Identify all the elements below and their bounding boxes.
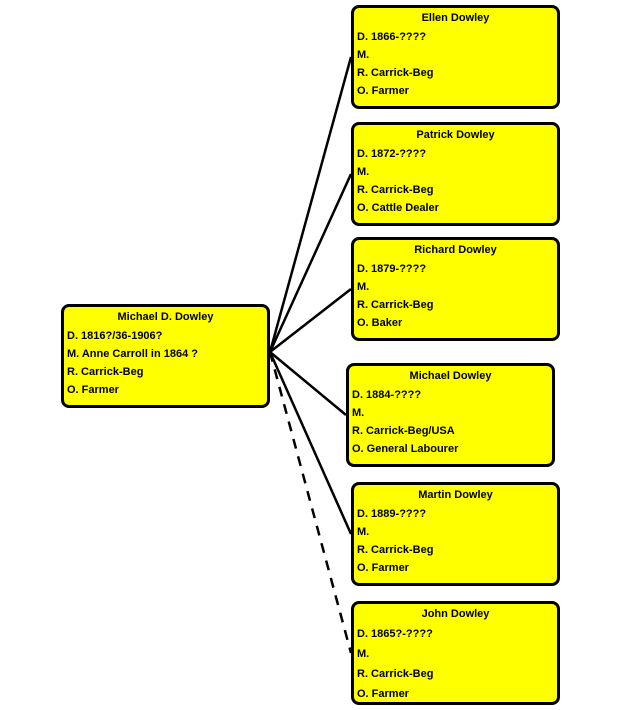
- person-residence: R. Carrick-Beg/USA: [352, 425, 455, 437]
- connector-martin: [268, 351, 353, 535]
- connector-michael: [269, 351, 347, 416]
- person-box-martin-dowley: Martin Dowley D. 1889-???? M. R. Carrick…: [351, 482, 560, 586]
- person-box-ellen-dowley: Ellen Dowley D. 1866-???? M. R. Carrick-…: [351, 5, 560, 109]
- person-residence: R. Carrick-Beg: [67, 366, 144, 378]
- person-occupation: O. Farmer: [67, 384, 119, 396]
- person-name: Patrick Dowley: [416, 129, 495, 141]
- person-residence: R. Carrick-Beg: [357, 299, 434, 311]
- person-residence: R. Carrick-Beg: [357, 67, 434, 79]
- person-box-patrick-dowley: Patrick Dowley D. 1872-???? M. R. Carric…: [351, 122, 560, 226]
- person-residence: R. Carrick-Beg: [357, 668, 434, 680]
- person-name: Michael D. Dowley: [117, 311, 214, 323]
- connector-john: [268, 351, 353, 654]
- person-box-michael-d-dowley: Michael D. Dowley D. 1816?/36-1906? M. A…: [61, 304, 270, 408]
- person-marriage: M.: [357, 166, 370, 178]
- person-name: Michael Dowley: [409, 370, 492, 382]
- person-dates: D. 1884-????: [352, 389, 422, 401]
- person-dates: D. 1816?/36-1906?: [67, 330, 163, 342]
- person-occupation: O. Farmer: [357, 688, 409, 700]
- person-dates: D. 1865?-????: [357, 628, 433, 640]
- person-marriage: M.: [357, 648, 370, 660]
- person-box-john-dowley: John Dowley D. 1865?-???? M. R. Carrick-…: [351, 601, 560, 705]
- person-marriage: M. Anne Carroll in 1864 ?: [67, 348, 199, 360]
- connector-patrick: [268, 173, 353, 353]
- person-dates: D. 1879-????: [357, 263, 427, 275]
- person-box-richard-dowley: Richard Dowley D. 1879-???? M. R. Carric…: [351, 237, 560, 341]
- person-residence: R. Carrick-Beg: [357, 544, 434, 556]
- person-occupation: O. General Labourer: [352, 443, 459, 455]
- person-marriage: M.: [357, 49, 370, 61]
- connector-ellen: [268, 56, 353, 353]
- person-name: Richard Dowley: [414, 244, 497, 256]
- person-occupation: O. Baker: [357, 317, 403, 329]
- person-name: Ellen Dowley: [421, 12, 490, 24]
- person-marriage: M.: [352, 407, 365, 419]
- person-name: Martin Dowley: [418, 489, 493, 501]
- person-occupation: O. Cattle Dealer: [357, 202, 439, 214]
- person-box-michael-dowley: Michael Dowley D. 1884-???? M. R. Carric…: [346, 363, 555, 467]
- connector-richard: [269, 288, 352, 353]
- person-occupation: O. Farmer: [357, 562, 409, 574]
- person-name: John Dowley: [421, 608, 490, 620]
- person-dates: D. 1889-????: [357, 508, 427, 520]
- person-dates: D. 1872-????: [357, 148, 427, 160]
- person-dates: D. 1866-????: [357, 31, 427, 43]
- person-marriage: M.: [357, 526, 370, 538]
- person-occupation: O. Farmer: [357, 85, 409, 97]
- person-residence: R. Carrick-Beg: [357, 184, 434, 196]
- person-marriage: M.: [357, 281, 370, 293]
